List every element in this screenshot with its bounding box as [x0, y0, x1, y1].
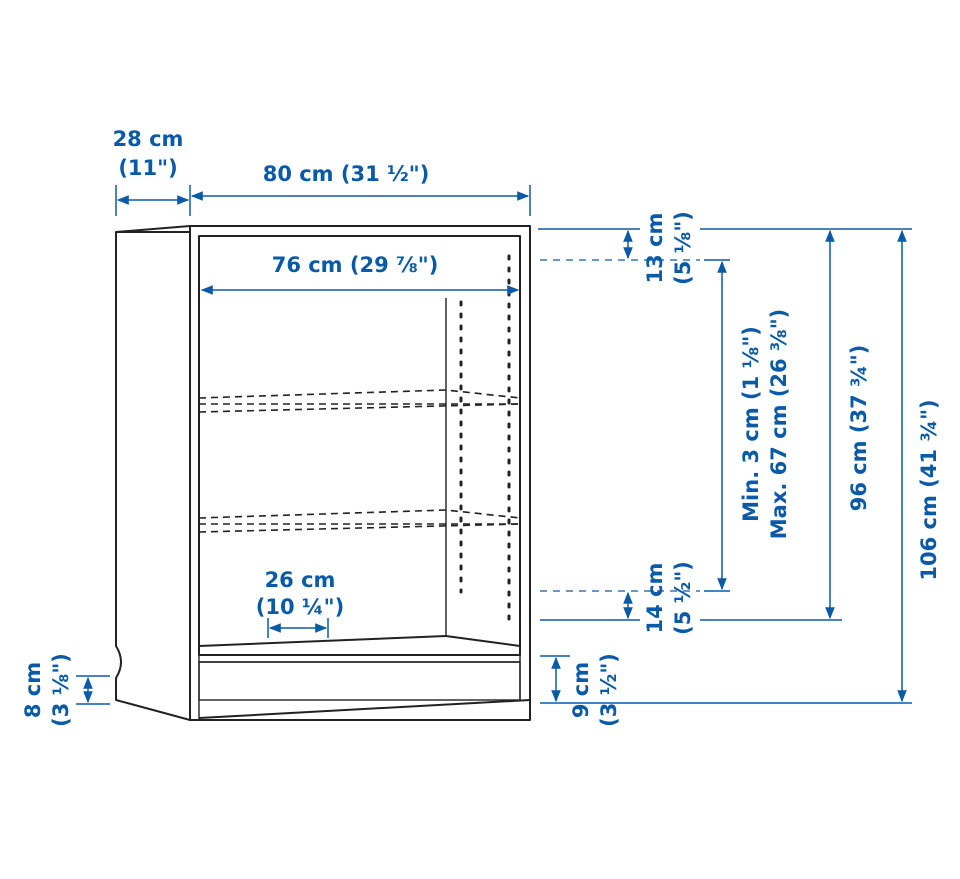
right-plinth-label-metric: 9 cm: [569, 662, 593, 718]
plinth-bottom: [198, 699, 531, 719]
plinth: [198, 661, 521, 701]
dimension-labels: 28 cm (11") 80 cm (31 ½") 76 cm (29 ⅞") …: [21, 127, 941, 727]
adjustable-shelf-lower: [198, 509, 521, 533]
bottom-gap-label-imperial: (5 ½"): [671, 561, 695, 635]
left-plinth-label-metric: 8 cm: [21, 662, 45, 718]
shelf-depth-label-imperial: (10 ¼"): [256, 595, 344, 619]
depth-label-metric: 28 cm: [113, 127, 184, 151]
left-plinth-label-imperial: (3 ⅛"): [49, 653, 73, 727]
left-side-panel: [115, 231, 191, 721]
bottom-fixed-shelf: [198, 635, 521, 663]
front-frame-outer: [189, 225, 531, 721]
shelf-depth-label-metric: 26 cm: [265, 568, 336, 592]
bookcase-drawing: [115, 225, 531, 721]
adjustable-shelf-upper: [198, 389, 521, 413]
shelf-range-max-label: Max. 67 cm (26 ⅜"): [767, 309, 791, 540]
bottom-gap-label-metric: 14 cm: [643, 563, 667, 634]
shelf-range-min-label: Min. 3 cm (1 ⅛"): [739, 326, 763, 522]
outer-width-label: 80 cm (31 ½"): [263, 162, 430, 186]
top-gap-label-imperial: (5 ⅛"): [671, 211, 695, 285]
right-plinth-label-imperial: (3 ½"): [597, 653, 621, 727]
total-height-label: 106 cm (41 ¾"): [917, 399, 941, 580]
front-frame-inner: [198, 235, 521, 656]
dimension-lines: [76, 185, 912, 705]
inner-height-label: 96 cm (37 ¾"): [847, 345, 871, 512]
depth-label-imperial: (11"): [118, 156, 177, 180]
inner-width-label: 76 cm (29 ⅞"): [272, 253, 439, 277]
top-gap-label-metric: 13 cm: [643, 213, 667, 284]
